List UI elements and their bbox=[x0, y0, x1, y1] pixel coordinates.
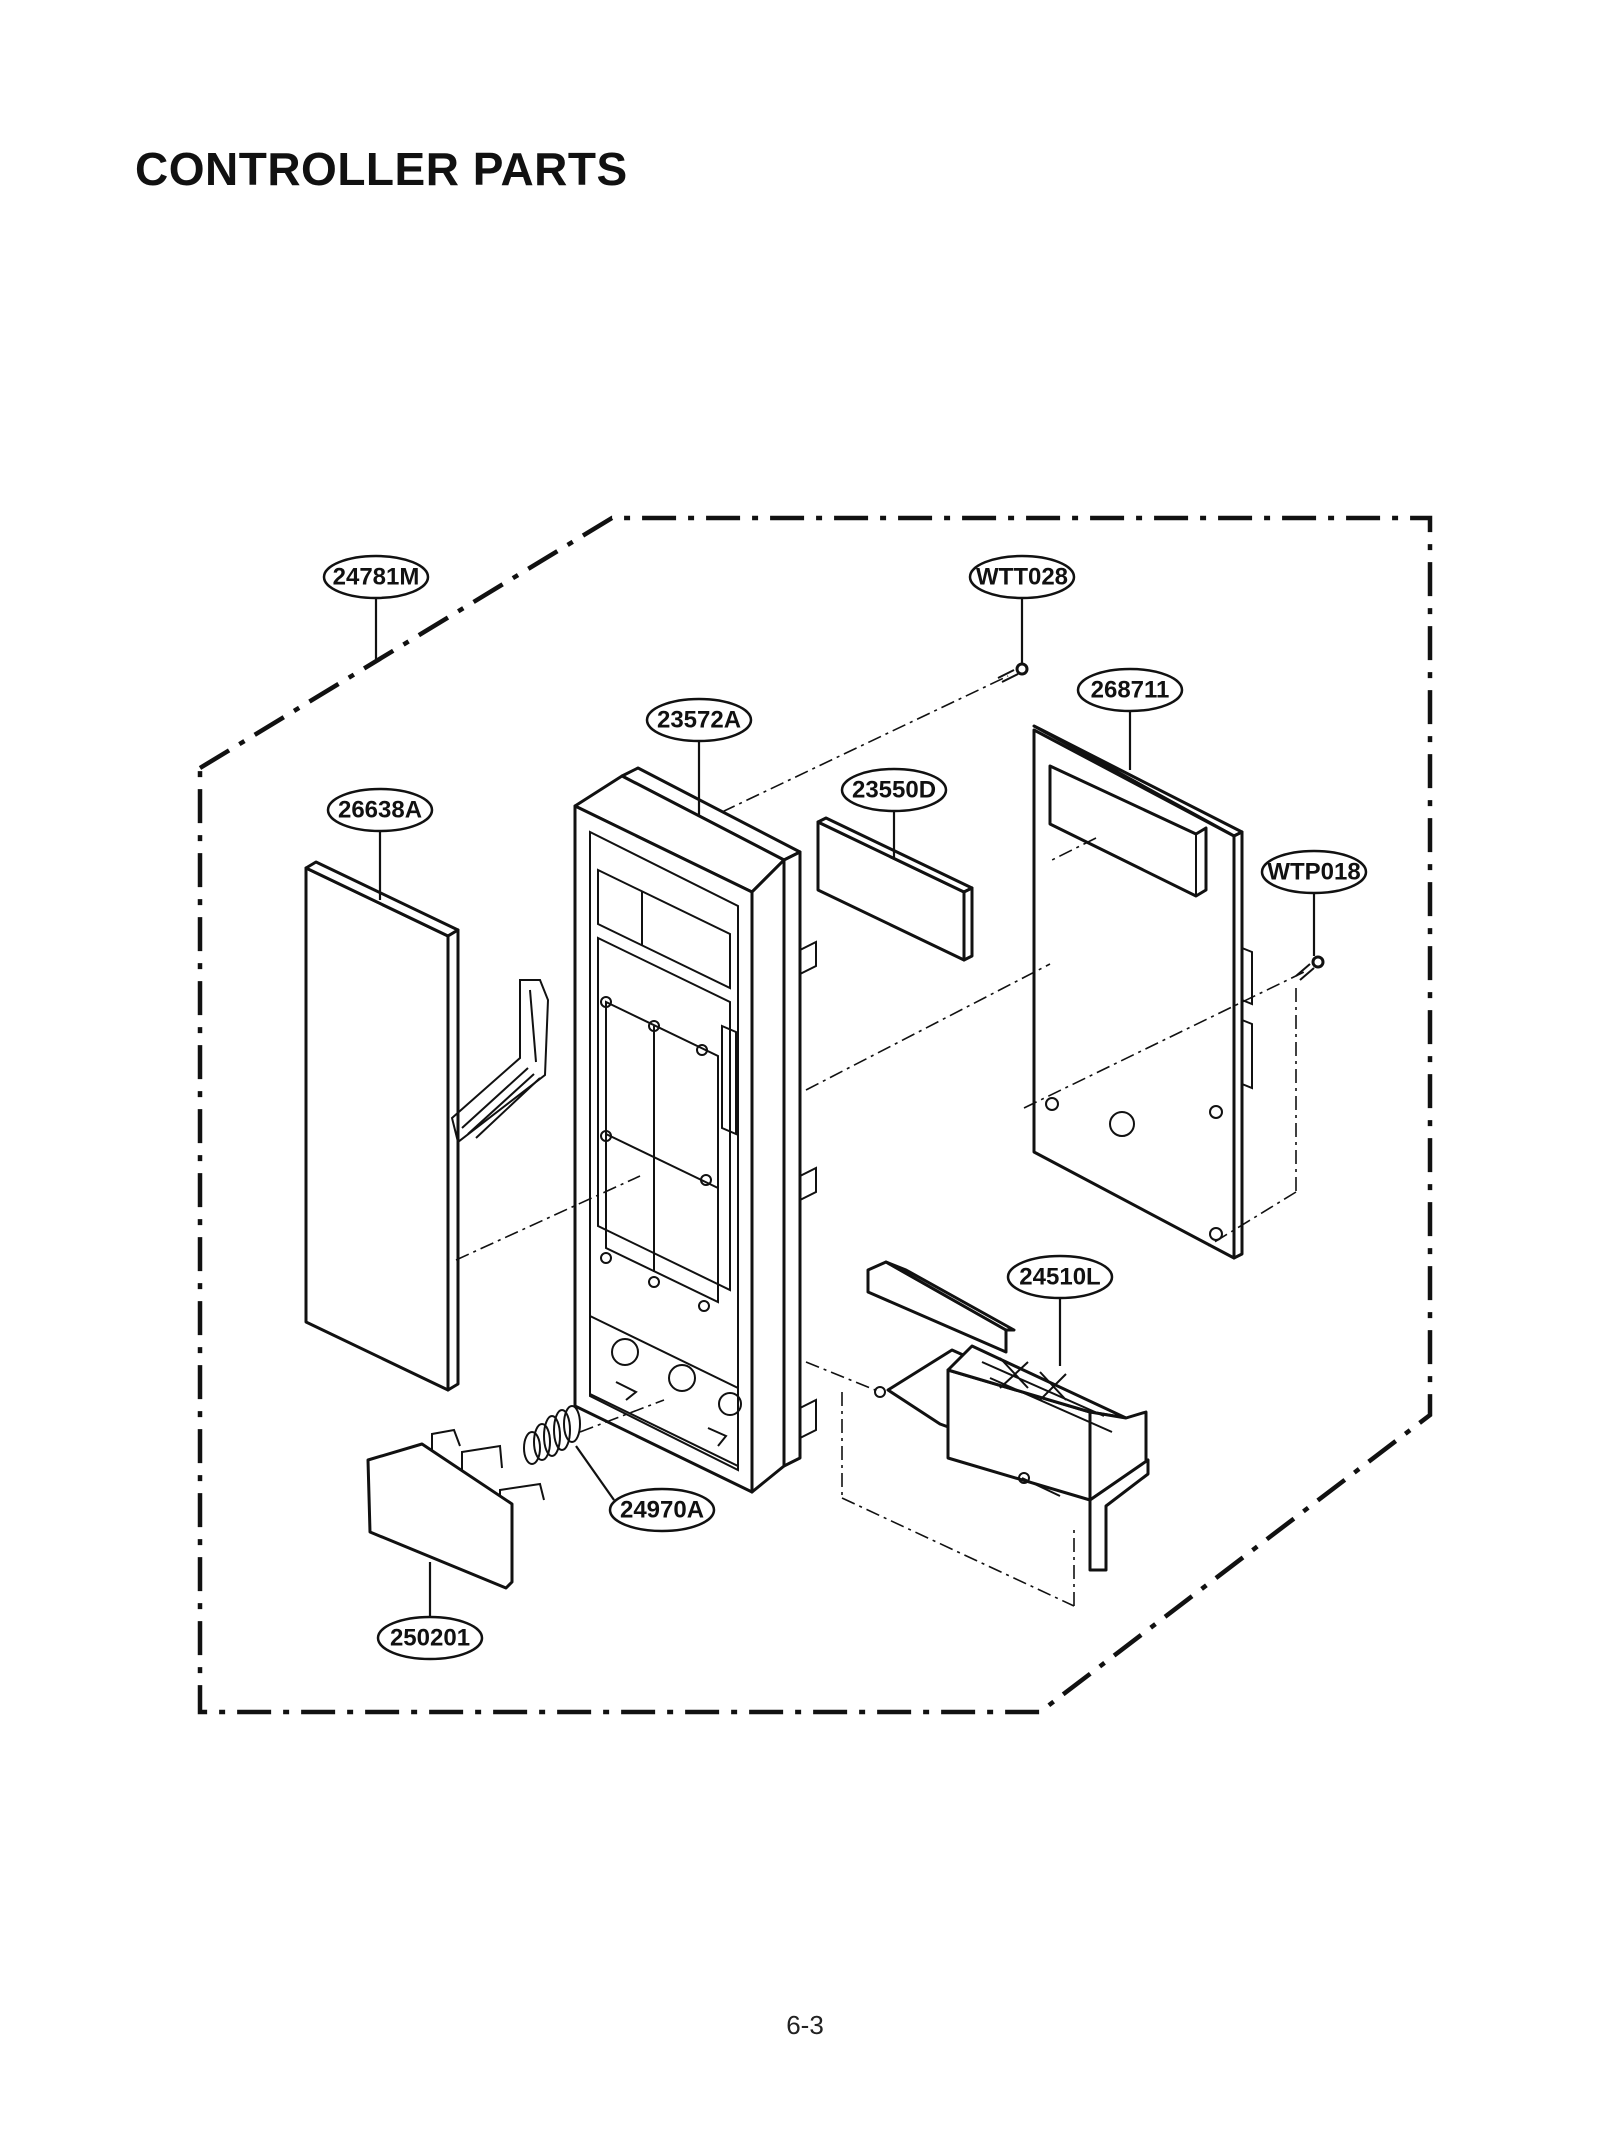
callout-label: 268711 bbox=[1091, 677, 1170, 704]
part-268711-pcb-assembly bbox=[1032, 724, 1253, 1260]
callout-label: 24970A bbox=[620, 1497, 704, 1524]
callout-label: 24781M bbox=[333, 564, 420, 591]
alignment-lines bbox=[455, 675, 1305, 1607]
callout-250201: 250201 bbox=[376, 1615, 484, 1661]
callout-23572A: 23572A bbox=[645, 697, 753, 743]
callout-label: 250201 bbox=[390, 1625, 470, 1652]
callout-268711: 268711 bbox=[1076, 667, 1184, 713]
callout-24510L: 24510L bbox=[1006, 1254, 1114, 1300]
part-WTP018-screw bbox=[1295, 955, 1325, 981]
part-23572A-controller-frame bbox=[573, 766, 817, 1494]
callout-label: 23550D bbox=[852, 777, 936, 804]
callout-label: WTP018 bbox=[1267, 859, 1360, 886]
part-24510L-latch-lever bbox=[866, 1260, 1150, 1572]
callout-WTT028: WTT028 bbox=[968, 554, 1076, 600]
callout-label: 26638A bbox=[338, 797, 422, 824]
part-24970A-spring bbox=[523, 1405, 581, 1465]
page-number: 6-3 bbox=[786, 2010, 824, 2040]
callout-WTP018: WTP018 bbox=[1260, 849, 1368, 895]
part-250201-door-button bbox=[366, 1428, 545, 1590]
callout-label: 23572A bbox=[657, 707, 741, 734]
part-26638A-membrane-sheet bbox=[304, 860, 550, 1392]
page-title: CONTROLLER PARTS bbox=[135, 143, 628, 195]
callout-24970A: 24970A bbox=[608, 1487, 716, 1533]
callout-leaders bbox=[374, 598, 1316, 1616]
callout-label: 24510L bbox=[1019, 1264, 1100, 1291]
callout-label: WTT028 bbox=[976, 564, 1068, 591]
callout-23550D: 23550D bbox=[840, 767, 948, 813]
assembly-boundary bbox=[197, 515, 1433, 1715]
callout-26638A: 26638A bbox=[326, 787, 434, 833]
callout-24781M: 24781M bbox=[322, 554, 430, 600]
